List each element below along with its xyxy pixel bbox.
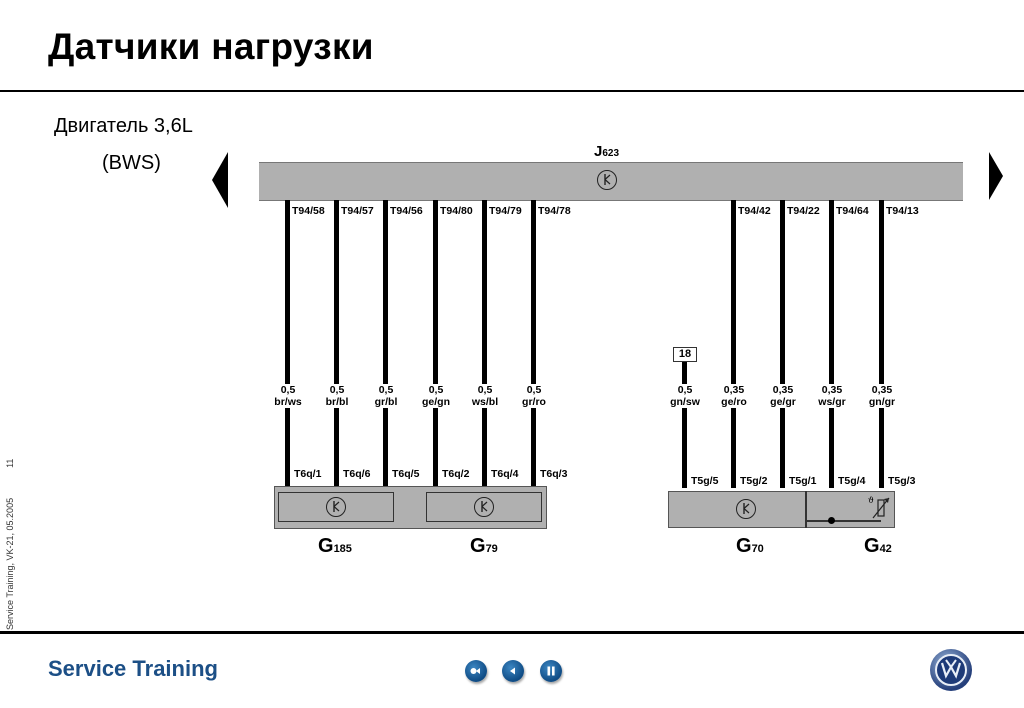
header-divider (0, 90, 1024, 92)
wire (879, 200, 884, 488)
terminal-18: 18 (673, 347, 697, 362)
component-label-g185: G185 (318, 535, 352, 557)
transistor-symbol-icon (736, 499, 756, 519)
sensor-pin: T6q/4 (491, 468, 519, 480)
sensor-pin: T5g/4 (838, 475, 866, 487)
engine-label: Двигатель 3,6L (54, 115, 193, 137)
first-slide-button[interactable] (465, 660, 487, 682)
ground-line (805, 520, 881, 522)
sensor-pin: T6q/6 (343, 468, 371, 480)
footer-divider (0, 631, 1024, 634)
ecu-pin: T94/57 (341, 205, 374, 217)
svg-text:ϑ: ϑ (868, 496, 874, 505)
ecu-pin: T94/42 (738, 205, 771, 217)
rewind-icon (470, 668, 480, 674)
sensor-housing-g70-g42 (668, 491, 895, 528)
sensor-pin: T5g/1 (789, 475, 817, 487)
ecu-pin: T94/64 (836, 205, 869, 217)
ecu-pin: T94/22 (787, 205, 820, 217)
ecu-pin: T94/13 (886, 205, 919, 217)
component-label-g79: G79 (470, 535, 498, 557)
sensor-pin: T5g/3 (888, 475, 916, 487)
next-diagram-arrow[interactable] (989, 152, 1003, 200)
wire (383, 200, 388, 488)
ecu-pin: T94/79 (489, 205, 522, 217)
divider (805, 491, 807, 528)
sensor-pin: T6q/5 (392, 468, 420, 480)
ecu-pin: T94/56 (390, 205, 423, 217)
pause-button[interactable] (540, 660, 562, 682)
footer-brand: Service Training (48, 656, 218, 681)
side-note: Service Training, VK-21, 05.2005 11 (5, 458, 15, 630)
wire (334, 200, 339, 488)
wire (433, 200, 438, 488)
ecu-pin: T94/78 (538, 205, 571, 217)
vw-logo (930, 649, 972, 691)
wire (682, 362, 687, 488)
component-label-g70: G70 (736, 535, 764, 557)
wire (731, 200, 736, 488)
wire (829, 200, 834, 488)
sensor-pin: T5g/5 (691, 475, 719, 487)
vw-logo-icon (935, 654, 967, 686)
wire (482, 200, 487, 488)
component-label-g42: G42 (864, 535, 892, 557)
wire (531, 200, 536, 488)
sensor-pin: T6q/2 (442, 468, 470, 480)
pause-icon (547, 666, 555, 676)
junction-dot (828, 517, 835, 524)
previous-diagram-arrow[interactable] (212, 152, 228, 208)
sensor-pin: T6q/3 (540, 468, 568, 480)
ecu-pin: T94/80 (440, 205, 473, 217)
transistor-symbol-icon (326, 497, 346, 517)
wire (780, 200, 785, 488)
transistor-symbol-icon (597, 170, 617, 190)
sensor-pin: T6q/1 (294, 468, 322, 480)
engine-code: (BWS) (102, 152, 161, 174)
ecu-pin: T94/58 (292, 205, 325, 217)
play-back-icon (510, 667, 515, 675)
sensor-pin: T5g/2 (740, 475, 768, 487)
ecu-label: J623 (594, 143, 620, 160)
wire (285, 200, 290, 488)
slide-title: Датчики нагрузки (48, 26, 374, 67)
transistor-symbol-icon (474, 497, 494, 517)
previous-slide-button[interactable] (502, 660, 524, 682)
thermistor-icon: ϑ (868, 494, 894, 529)
